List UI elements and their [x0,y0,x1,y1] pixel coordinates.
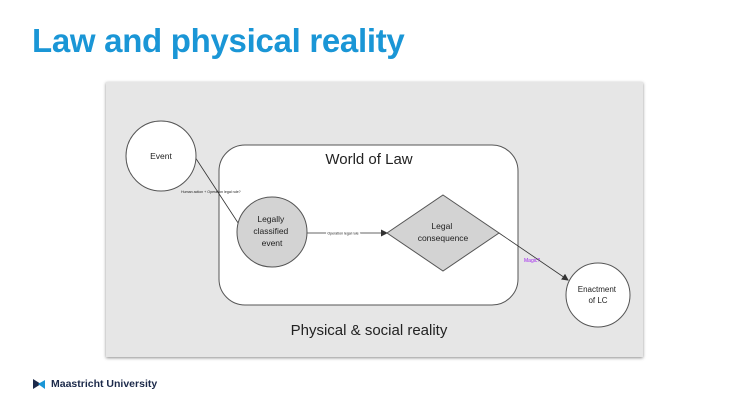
slide-title: Law and physical reality [32,22,405,59]
edge-label-event-to-classified: Human action + Operation legal rule? [181,190,241,194]
enactment-line-1: Enactment [578,285,617,294]
legal-consequence-node [386,194,500,272]
event-node-label: Event [150,151,172,161]
university-logo-icon [33,379,45,389]
diagram-svg: World of Law Human action + Operation le… [125,120,631,339]
legal-consequence-line-1: Legal [431,221,452,231]
logo-text: Maastricht University [51,378,158,390]
edge-label-magic: Magic? [524,258,540,264]
legally-classified-event-line-3: event [262,238,283,248]
diagram-panel: World of Law Human action + Operation le… [106,82,643,357]
enactment-label: Enactment of LC [578,285,618,305]
legally-classified-event-line-2: classified [253,226,288,236]
event-node [125,120,197,192]
enactment-node [565,262,631,328]
world-of-law-label: World of Law [325,151,412,168]
edge-label-classified-to-consequence: Operation legal rule [327,232,358,236]
edge-consequence-to-enactment [498,232,569,281]
physical-social-reality-label: Physical & social reality [291,322,448,339]
legally-classified-event-line-1: Legally [257,214,285,224]
legally-classified-event-label: Legally classified event [253,214,290,248]
enactment-line-2: of LC [588,296,607,305]
legal-consequence-line-2: consequence [418,233,469,243]
edge-event-to-classified [192,153,245,233]
legally-classified-event-node [236,196,308,268]
legal-consequence-label: Legal consequence [418,221,469,243]
maastricht-university-logo: Maastricht University [32,377,157,391]
